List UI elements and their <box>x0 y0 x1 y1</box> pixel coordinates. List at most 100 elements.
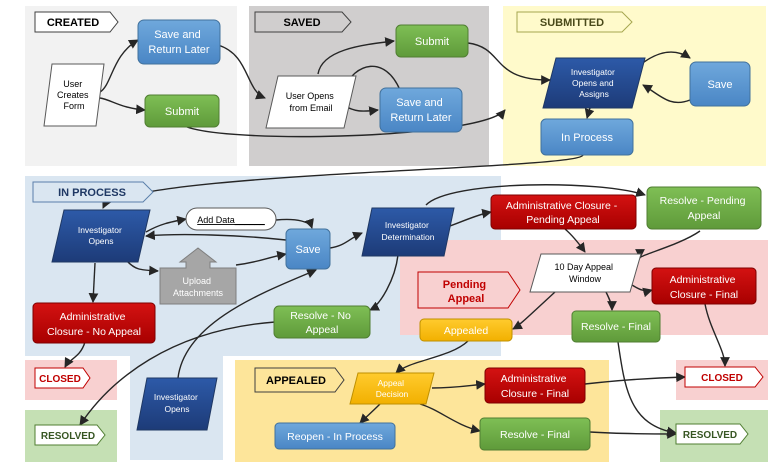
node-text: Opens <box>88 236 113 246</box>
svg-text:Investigator Determina: Investigator Determination <box>382 220 435 242</box>
node-reopen-in-process[interactable]: Reopen - In Process <box>274 422 396 450</box>
node-submit-2[interactable]: Submit <box>395 24 469 58</box>
node-text: Resolve - Pending <box>660 195 746 207</box>
stage-header-appealed: APPEALED <box>254 367 345 393</box>
node-resolve-final-bottom[interactable]: Resolve - Final <box>479 417 591 451</box>
node-text: Form <box>64 101 85 111</box>
node-text: Attachments <box>173 288 224 298</box>
edge-noappeal-to-closed <box>64 341 86 368</box>
node-investigator-determination[interactable]: Investigator Determination <box>361 207 455 257</box>
node-save-return-later-2[interactable]: Save and Return Later <box>379 87 463 133</box>
stage-header-saved: SAVED <box>254 11 352 33</box>
svg-text:Save and Return Later: Save and Return Later <box>390 97 451 124</box>
svg-text:Investigator Opens: Investigator Opens <box>78 225 124 246</box>
node-text: CLOSED <box>701 373 743 384</box>
svg-text:Administrative Closure: Administrative Closure - Final <box>670 274 739 301</box>
node-text: RESOLVED <box>683 430 737 441</box>
node-text: Administrative <box>670 274 736 286</box>
node-admin-closure-final-top[interactable]: Administrative Closure - Final <box>651 267 757 305</box>
stage-label-appealed: APPEALED <box>266 375 326 387</box>
edge-decision-to-resolve-final <box>419 403 481 434</box>
node-text: Decision <box>376 389 409 399</box>
svg-text:Investigator Opens: Investigator Opens <box>154 392 200 414</box>
node-closed-right: CLOSED <box>684 366 764 388</box>
node-save-return-later-1[interactable]: Save and Return Later <box>137 19 221 65</box>
edge-save-to-determination <box>329 231 363 249</box>
node-closed-left: CLOSED <box>34 367 91 389</box>
node-text: Determination <box>382 232 435 242</box>
edge-resolve-final-to-resolved-right <box>589 429 677 439</box>
node-text: Closure - Final <box>670 289 738 301</box>
edge-user-to-submit1 <box>99 97 146 115</box>
edge-investigator2-to-save <box>177 269 317 379</box>
node-user-opens-from-email[interactable]: User Opens from Email <box>265 75 357 129</box>
node-admin-closure-final-bottom[interactable]: Administrative Closure - Final <box>484 367 586 404</box>
edge-investigator-to-inprocess <box>584 107 595 119</box>
svg-text:User Creates F: User Creates Form <box>57 79 91 111</box>
node-text: Upload <box>182 276 211 286</box>
edge-user-to-save1 <box>99 39 139 93</box>
node-add-data[interactable]: Add Data______ <box>185 207 277 231</box>
edge-admin-final-to-closed-right <box>584 372 686 385</box>
node-pending-appeal: Pending Appeal <box>417 271 521 309</box>
node-user-creates-form[interactable]: User Creates Form <box>43 63 105 127</box>
svg-text:Pending Appeal: Pending Appeal <box>443 279 489 305</box>
node-text: Assigns <box>579 89 609 99</box>
node-text: Pending Appeal <box>526 214 600 226</box>
edge-submit1-to-submitted <box>179 109 506 138</box>
node-admin-closure-no-appeal[interactable]: Administrative Closure - No Appeal <box>32 302 156 344</box>
node-save-in-process[interactable]: Save <box>285 228 331 270</box>
node-text: Investigator <box>385 220 429 230</box>
node-text: User <box>63 79 82 89</box>
svg-text:User Opens from Email: User Opens from Email <box>286 91 337 113</box>
node-text: Investigator <box>154 392 198 402</box>
edge-window-to-resolve-final <box>605 291 617 311</box>
svg-text:10 Day Appeal Window: 10 Day Appeal Window <box>554 262 615 284</box>
node-investigator-opens-1[interactable]: Investigator Opens <box>51 209 151 263</box>
node-appeal-decision[interactable]: Appeal Decision <box>349 372 435 405</box>
node-text: Save and <box>396 97 442 109</box>
edge-admin-final-to-closed <box>704 303 730 367</box>
edge-submit2-to-investigator <box>467 42 551 85</box>
edge-save1-to-useropens <box>217 44 266 100</box>
node-investigator-opens-2[interactable]: Investigator Opens <box>136 377 218 431</box>
node-ten-day-appeal-window[interactable]: 10 Day Appeal Window <box>529 253 642 293</box>
edge-appealed-to-decision <box>395 340 469 374</box>
node-resolve-final-top[interactable]: Resolve - Final <box>571 310 661 343</box>
edge-decision-to-admin-final <box>431 380 486 390</box>
node-text: Investigator <box>571 67 615 77</box>
node-resolved-right: RESOLVED <box>675 423 749 445</box>
node-resolve-no-appeal[interactable]: Resolve - No Appeal <box>273 305 371 339</box>
edge-save-to-opens <box>145 230 287 241</box>
node-investigator-opens-assigns[interactable]: Investigator Opens and Assigns <box>542 57 646 109</box>
stage-header-created: CREATED <box>34 11 119 33</box>
node-text: Submit <box>415 36 449 48</box>
node-text: CLOSED <box>39 374 81 385</box>
node-appealed[interactable]: Appealed <box>419 318 513 342</box>
svg-text:Upload Attachments: Upload Attachments <box>173 276 224 298</box>
node-text: 10 Day Appeal <box>554 262 613 272</box>
node-text: Save and <box>154 29 200 41</box>
node-text: Add Data______ <box>197 215 266 225</box>
svg-text:Save and Return Later: Save and Return Later <box>148 29 209 56</box>
node-text: Reopen - In Process <box>287 431 383 443</box>
node-save-submitted[interactable]: Save <box>689 61 751 107</box>
node-text: Administrative <box>60 311 126 323</box>
node-resolve-pending-appeal[interactable]: Resolve - Pending Appeal <box>646 186 762 230</box>
svg-text:Administrative Closure: Administrative Closure - Final <box>501 373 570 400</box>
node-in-process[interactable]: In Process <box>540 118 634 156</box>
node-text: Appealed <box>444 325 489 337</box>
node-upload-attachments[interactable]: Upload Attachments <box>159 247 237 305</box>
node-submit-1[interactable]: Submit <box>144 94 220 128</box>
edge-window-to-admin-final <box>631 284 653 298</box>
edge-determination-to-resolve-noappeal <box>369 254 399 311</box>
svg-text:Administrative Closure: Administrative Closure - No Appeal <box>47 311 141 338</box>
node-text: Appeal <box>688 210 721 222</box>
node-text: Creates <box>57 90 89 100</box>
edge-decision-to-reopen <box>359 403 381 424</box>
svg-text:Appeal Decision: Appeal Decision <box>376 378 409 399</box>
node-text: Resolve - Final <box>500 429 570 441</box>
node-admin-closure-pending-appeal[interactable]: Administrative Closure - Pending Appeal <box>490 194 637 230</box>
stage-headers: CREATED SAVED SUBMITTED IN PROCESS APPEA… <box>32 11 633 393</box>
